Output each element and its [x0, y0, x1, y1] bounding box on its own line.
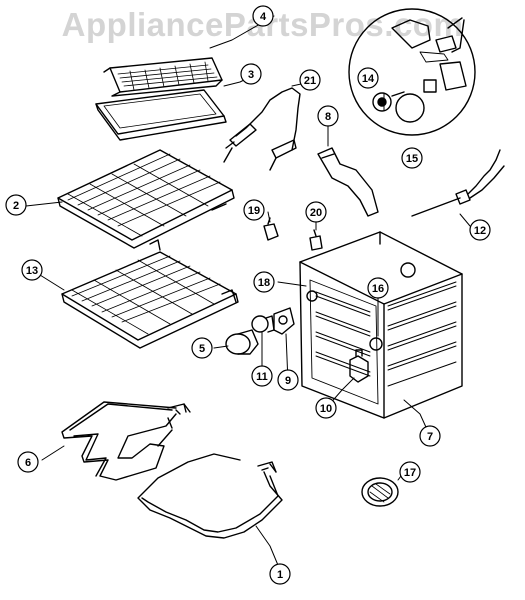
callout-markers — [5, 5, 491, 585]
callout-12 — [469, 219, 491, 241]
part-vent-duct — [317, 147, 379, 217]
part-broiler-pan — [95, 89, 227, 141]
part-light-cover — [361, 477, 399, 507]
callout-label-17: 17 — [404, 467, 416, 479]
callout-16 — [367, 277, 389, 299]
callout-label-14: 14 — [362, 73, 375, 85]
part-convection-fan-assembly — [348, 8, 476, 136]
callout-13 — [21, 259, 43, 281]
part-oven-rack-lower — [61, 251, 239, 349]
part-light-socket — [273, 307, 295, 335]
callout-label-19: 19 — [248, 205, 260, 217]
part-broiler-pan-grill — [103, 57, 223, 97]
callout-11 — [251, 365, 273, 387]
callout-5 — [191, 337, 213, 359]
callout-label-1: 1 — [277, 569, 283, 581]
part-light-bulb — [251, 315, 275, 333]
callout-label-10: 10 — [320, 403, 332, 415]
callout-4 — [252, 5, 274, 27]
callout-label-13: 13 — [26, 265, 38, 277]
callout-label-12: 12 — [474, 225, 486, 237]
callout-10 — [315, 397, 337, 419]
callout-15 — [401, 147, 423, 169]
callout-label-5: 5 — [199, 343, 205, 355]
callout-19 — [243, 199, 265, 221]
callout-8 — [317, 105, 339, 127]
callout-label-4: 4 — [260, 11, 267, 23]
callout-17 — [399, 461, 421, 483]
leader-lines — [25, 15, 479, 571]
part-bake-element — [137, 453, 283, 539]
part-oven-cavity — [299, 231, 463, 419]
callout-label-18: 18 — [258, 277, 270, 289]
part-broil-element — [61, 401, 191, 481]
callout-label-3: 3 — [248, 69, 254, 81]
callout-14 — [357, 67, 379, 89]
callout-label-8: 8 — [325, 111, 331, 123]
callout-18 — [253, 271, 275, 293]
callout-2 — [5, 194, 27, 216]
part-light-lens — [225, 329, 259, 355]
callout-label-15: 15 — [406, 153, 418, 165]
callout-label-2: 2 — [13, 200, 19, 212]
callout-21 — [299, 69, 321, 91]
part-clip — [309, 229, 323, 251]
part-temperature-sensor — [223, 87, 301, 171]
callout-label-7: 7 — [427, 431, 433, 443]
callout-7 — [419, 425, 441, 447]
part-wire-probe — [411, 149, 505, 217]
callout-label-20: 20 — [310, 207, 322, 219]
callout-3 — [240, 63, 262, 85]
callout-labels: 4 3 21 14 15 8 2 19 20 12 13 18 16 5 11 … — [13, 11, 486, 581]
callout-label-6: 6 — [25, 457, 31, 469]
callout-label-9: 9 — [285, 375, 291, 387]
callout-6 — [17, 451, 39, 473]
part-bracket — [263, 217, 279, 241]
callout-9 — [277, 369, 299, 391]
callout-label-16: 16 — [372, 283, 384, 295]
callout-label-11: 11 — [256, 371, 268, 383]
callout-label-21: 21 — [304, 75, 316, 87]
part-oven-rack-upper — [57, 149, 235, 251]
callout-1 — [269, 563, 291, 585]
callout-20 — [305, 201, 327, 223]
